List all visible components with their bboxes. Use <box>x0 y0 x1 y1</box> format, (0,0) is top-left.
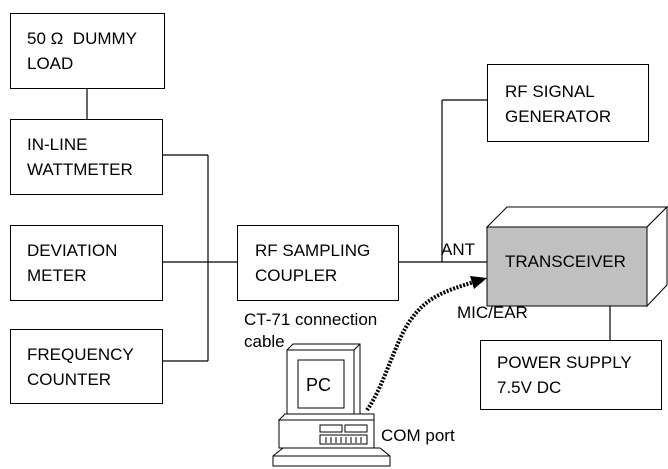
deviation-meter-box: DEVIATION METER <box>10 225 163 301</box>
frequency-counter-label: FREQUENCY COUNTER <box>27 345 134 389</box>
cable-arrow-head <box>470 276 487 289</box>
frequency-counter-box: FREQUENCY COUNTER <box>10 329 163 404</box>
power-supply-label: POWER SUPPLY 7.5V DC <box>497 353 632 397</box>
wattmeter-box: IN-LINE WATTMETER <box>10 119 163 195</box>
rf-coupler-box: RF SAMPLING COUPLER <box>237 225 399 301</box>
transceiver-label: TRANSCEIVER <box>505 252 626 271</box>
dummy-load-label: 50 Ω DUMMY LOAD <box>27 29 138 73</box>
mic-ear-label: MIC/EAR <box>457 303 528 322</box>
transceiver-top-face <box>485 206 668 228</box>
pc-computer-icon <box>272 343 391 467</box>
power-supply-box: POWER SUPPLY 7.5V DC <box>480 340 662 410</box>
rf-coupler-label: RF SAMPLING COUPLER <box>255 241 371 285</box>
rf-generator-label: RF SIGNAL GENERATOR <box>505 82 612 126</box>
ct71-cable <box>365 280 475 412</box>
ant-label: ANT <box>441 240 475 259</box>
transceiver-front-face <box>486 226 648 307</box>
com-port-label: COM port <box>381 426 455 445</box>
dummy-load-box: 50 Ω DUMMY LOAD <box>10 13 165 89</box>
cable-label: CT-71 connection cable <box>244 310 378 351</box>
wattmeter-label: IN-LINE WATTMETER <box>27 135 133 179</box>
rf-generator-box: RF SIGNAL GENERATOR <box>487 64 649 142</box>
pc-label: PC <box>306 375 332 395</box>
deviation-meter-label: DEVIATION METER <box>27 241 118 285</box>
